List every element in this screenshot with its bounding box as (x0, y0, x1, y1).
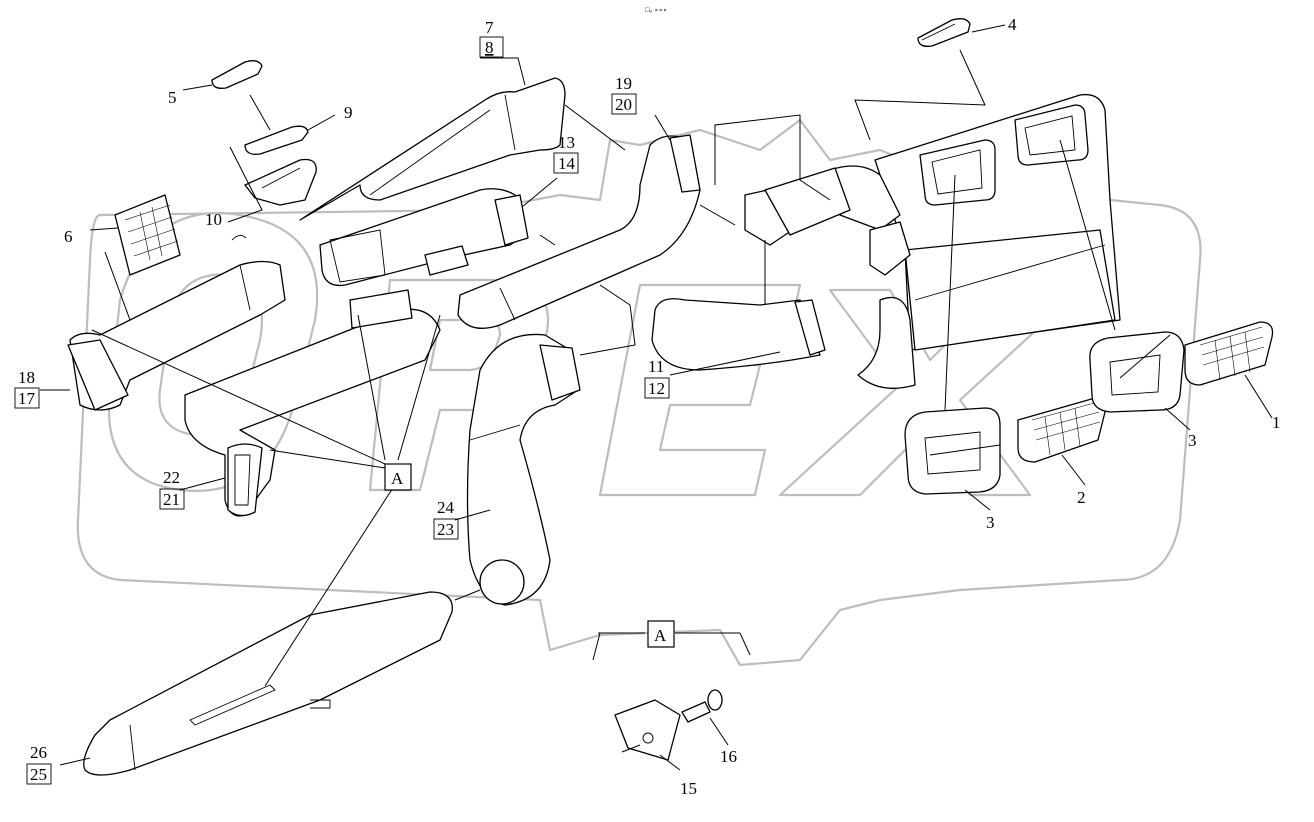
part-4-cap (917, 18, 971, 47)
callout-9: 9 (344, 103, 353, 122)
callout-25: 25 (30, 765, 47, 784)
part-25-26-duct (83, 591, 453, 776)
callout-15: 15 (680, 779, 697, 798)
callout-24: 24 (437, 498, 455, 517)
callout-7: 7 (485, 18, 494, 37)
callout-8: 8 (485, 38, 494, 57)
callout-6: 6 (64, 227, 73, 246)
svg-text:A: A (654, 626, 667, 645)
callout-19: 19 (615, 74, 632, 93)
callout-16: 16 (720, 747, 737, 766)
callout-23: 23 (437, 520, 454, 539)
leader-lines (40, 24, 1273, 771)
callout-26: 26 (30, 743, 47, 762)
callout-11: 11 (648, 357, 664, 376)
callout-10: 10 (205, 210, 222, 229)
part-7-8-duct (299, 77, 566, 221)
part-9-cap (244, 125, 309, 155)
part-2-grille (1017, 397, 1107, 463)
part-13-14-duct (319, 188, 529, 287)
callout-3b: 3 (986, 513, 995, 532)
part-11-12-duct (651, 298, 826, 371)
header-mark: □₀ ∘∘∘ (645, 7, 667, 14)
svg-text:A: A (391, 469, 404, 488)
callout-5: 5 (168, 88, 177, 107)
view-label-a-bottom: A (647, 620, 675, 648)
callout-17: 17 (18, 389, 36, 408)
part-10-funnel (231, 158, 317, 241)
part-1-grille (1184, 321, 1274, 386)
callout-22: 22 (163, 468, 180, 487)
part-3-frame-right (1089, 331, 1185, 413)
part-5-cap (211, 60, 263, 89)
part-6-grille (114, 194, 181, 276)
callout-21: 21 (163, 490, 180, 509)
dashboard-duct-housing (744, 93, 1121, 389)
part-17-18-duct (67, 260, 286, 411)
callout-14: 14 (558, 154, 576, 173)
callout-4: 4 (1008, 15, 1017, 34)
callout-20: 20 (615, 95, 632, 114)
part-3-frame-center (904, 407, 1001, 495)
part-15-bracket (614, 699, 681, 761)
callout-2: 2 (1077, 488, 1086, 507)
part-23-24-hose (466, 333, 581, 606)
part-19-20-duct (457, 134, 701, 329)
callout-3a: 3 (1188, 431, 1197, 450)
callout-1: 1 (1272, 413, 1281, 432)
part-21-22-duct (184, 289, 441, 517)
view-label-a-center: A (384, 463, 412, 491)
callout-13: 13 (558, 133, 575, 152)
callout-12: 12 (648, 379, 665, 398)
callout-18: 18 (18, 368, 35, 387)
callout-labels: 1 2 3 3 4 5 6 7 8 9 10 11 12 13 14 15 16… (14, 15, 1281, 798)
part-16-screw (681, 689, 723, 723)
